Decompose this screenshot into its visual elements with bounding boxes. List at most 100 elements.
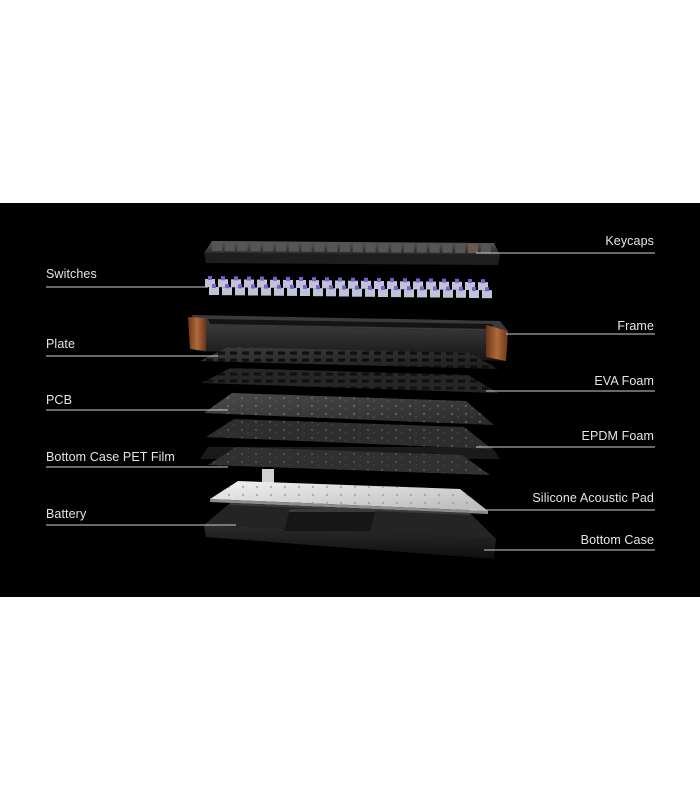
switch-stem (459, 286, 463, 291)
frame-wood-right (486, 325, 508, 361)
keycap (442, 243, 453, 253)
switch-stem (368, 285, 372, 290)
switch-housing (400, 281, 410, 290)
switch-housing (287, 287, 297, 296)
switch-stem (429, 278, 433, 283)
switch-housing (231, 279, 241, 288)
switch-stem (442, 278, 446, 283)
switch-housing (270, 279, 280, 288)
switch-stem (364, 277, 368, 282)
label-battery: Battery (46, 507, 87, 521)
switch-housing (478, 282, 488, 291)
switch-stem (221, 276, 225, 281)
switch-housing (430, 289, 440, 298)
keycap (224, 242, 235, 252)
exploded-keyboard-diagram: Switches Plate PCB Bottom Case PET Film … (0, 203, 700, 597)
keycap (314, 242, 325, 252)
keycap (429, 243, 440, 253)
switch-stem (420, 286, 424, 291)
switch-stem (312, 277, 316, 282)
switch-housing (469, 290, 479, 298)
switch-stem (238, 284, 242, 289)
label-bottom-case-pet-film: Bottom Case PET Film (46, 450, 175, 464)
switch-stem (299, 277, 303, 281)
switch-stem (377, 278, 381, 282)
switch-housing (248, 287, 258, 296)
switches-layer (205, 276, 492, 299)
pcb-layer (204, 393, 494, 425)
switch-stem (277, 284, 281, 289)
switch-stem (468, 279, 472, 283)
pet-film-connector (262, 469, 274, 485)
switch-housing (413, 281, 423, 290)
switch-stem (225, 284, 229, 289)
switch-stem (316, 285, 320, 290)
frame-wood-left (188, 317, 206, 351)
switch-housing (309, 280, 319, 289)
switch-stem (481, 279, 485, 284)
label-silicone-acoustic-pad: Silicone Acoustic Pad (532, 491, 654, 505)
switch-stem (290, 284, 294, 289)
switch-housing (365, 288, 375, 297)
label-pcb: PCB (46, 393, 73, 407)
switch-stem (338, 277, 342, 282)
switch-housing (244, 279, 254, 288)
keycap (365, 243, 376, 253)
frame-inner (208, 319, 494, 329)
switch-housing (296, 280, 306, 288)
label-epdm-foam: EPDM Foam (581, 429, 654, 443)
switch-stem (433, 286, 437, 291)
switch-stem (264, 284, 268, 289)
switch-stem (472, 287, 476, 291)
pcb-dots (204, 393, 494, 425)
switch-housing (222, 287, 232, 296)
switch-stem (403, 278, 407, 283)
switch-stem (355, 285, 359, 290)
switch-housing (391, 289, 401, 298)
keycap (352, 243, 363, 253)
switch-housing (452, 281, 462, 290)
keycap (340, 243, 350, 252)
keycap (276, 242, 286, 252)
switch-stem (273, 276, 277, 281)
bottom-case-pet-film-layer (208, 447, 490, 485)
keycap (250, 242, 261, 252)
switch-stem (208, 276, 212, 280)
keycap (301, 242, 312, 252)
switch-housing (300, 288, 310, 296)
switch-housing (274, 287, 284, 296)
eva-foam-layer (202, 368, 498, 393)
switch-housing (218, 279, 228, 288)
switch-housing (439, 281, 449, 290)
switch-housing (374, 281, 384, 289)
bottom-case-layer (204, 503, 496, 559)
switch-stem (303, 285, 307, 289)
switch-stem (251, 284, 255, 289)
pet-film-dots (208, 447, 490, 475)
switch-stem (325, 277, 329, 282)
switch-housing (443, 289, 453, 298)
switch-housing (235, 287, 245, 296)
switch-stem (407, 286, 411, 291)
switch-housing (209, 287, 219, 295)
label-plate: Plate (46, 337, 75, 351)
switch-stem (455, 278, 459, 283)
switch-stem (446, 286, 450, 291)
switch-housing (417, 289, 427, 298)
silicone-pad-edge (210, 499, 488, 514)
keycap (378, 243, 389, 253)
keycap (391, 243, 402, 253)
keycap (237, 242, 248, 252)
switch-housing (313, 288, 323, 297)
switch-stem (286, 276, 290, 281)
label-bottom-case: Bottom Case (580, 533, 654, 547)
switch-housing (482, 290, 492, 299)
label-keycaps: Keycaps (605, 234, 654, 248)
switch-housing (387, 281, 397, 290)
label-eva-foam: EVA Foam (594, 374, 654, 388)
switch-stem (329, 285, 333, 290)
switch-housing (456, 289, 466, 298)
leader-lines (46, 252, 655, 551)
label-frame: Frame (617, 319, 654, 333)
silicone-acoustic-pad-layer (210, 481, 488, 514)
